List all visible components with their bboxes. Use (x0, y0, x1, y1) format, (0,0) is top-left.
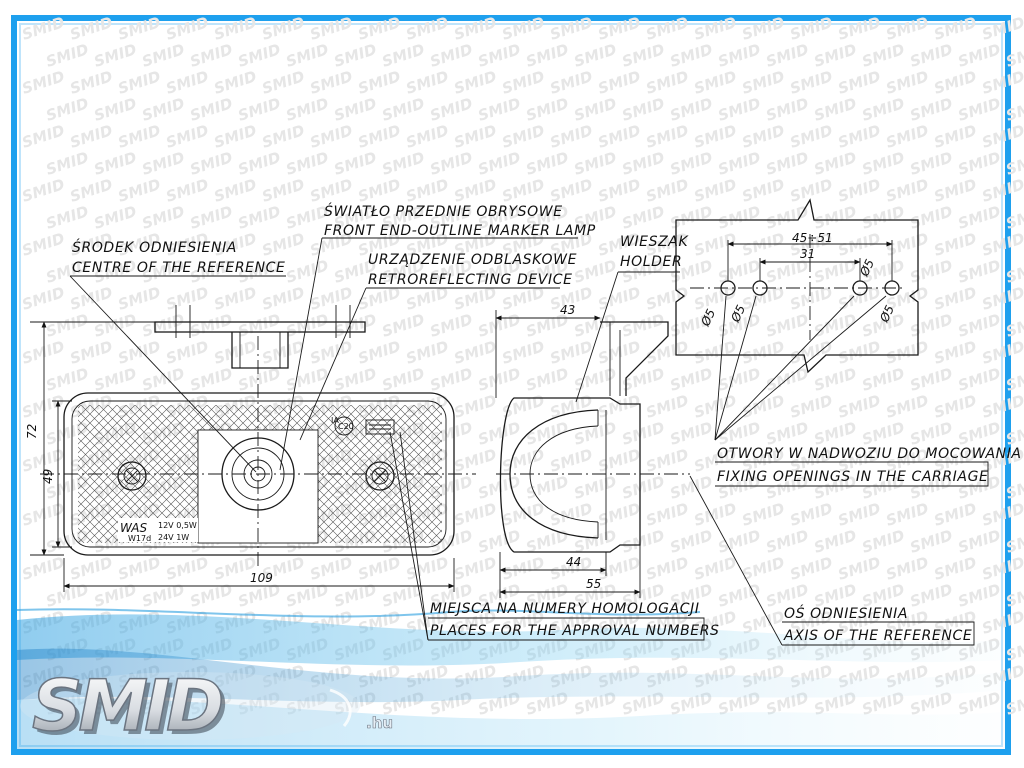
label-marker-lamp-pl: ŚWIATŁO PRZEDNIE OBRYSOWE (324, 202, 563, 220)
dim-height-72: 72 (25, 424, 39, 439)
logo-tld: .hu (366, 714, 393, 732)
dim-hole-2: Ø5 (728, 303, 748, 325)
logo-text: SMID (32, 665, 222, 747)
approval-mark: C20 (338, 422, 354, 431)
label-fixing-pl: OTWORY W NADWOZIU DO MOCOWANIA (717, 446, 1022, 462)
label-retro-en: RETROREFLECTING DEVICE (368, 272, 573, 288)
screw-left (117, 461, 147, 491)
dim-height-49: 49 (41, 469, 55, 484)
logo-shadow: SMID (36, 669, 226, 751)
front-view: C20 IA WAS 12V 0,5W W17d 24V 1W 109 72 4… (25, 305, 476, 592)
dim-depth-43: 43 (560, 303, 575, 317)
label-approval-pl: MIEJSCA NA NUMERY HOMOLOGACJI (430, 601, 700, 617)
marking-was: WAS (120, 521, 147, 535)
screw-right (365, 461, 395, 491)
label-marker-lamp-en: FRONT END-OUTLINE MARKER LAMP (324, 223, 596, 239)
fixing-detail: 45÷51 31 Ø5 Ø5 Ø5 Ø5 (675, 198, 919, 441)
label-holder-en: HOLDER (620, 254, 682, 270)
side-body (499, 397, 641, 553)
label-centre-ref-en: CENTRE OF THE REFERENCE (72, 260, 286, 276)
dim-depth-55: 55 (586, 577, 601, 591)
label-axis-en: AXIS OF THE REFERENCE (783, 628, 972, 644)
label-retro-pl: URZĄDZENIE ODBLASKOWE (368, 252, 577, 268)
callouts: ŚWIATŁO PRZEDNIE OBRYSOWE FRONT END-OUTL… (69, 202, 1022, 646)
side-view: 43 44 55 (495, 303, 690, 598)
approval-box (365, 419, 395, 435)
ia-mark: IA (331, 416, 339, 425)
blue-frame (11, 15, 1011, 755)
label-axis-pl: OŚ ODNIESIENIA (784, 604, 908, 622)
holder-stem (231, 332, 289, 369)
dim-span-31: 31 (800, 247, 815, 261)
dim-hole-4: Ø5 (877, 303, 897, 325)
dim-hole-3: Ø5 (857, 257, 877, 279)
detail-frame (675, 198, 919, 374)
label-approval-en: PLACES FOR THE APPROVAL NUMBERS (430, 623, 720, 639)
holder-side (600, 321, 669, 396)
dim-hole-1: Ø5 (698, 307, 718, 329)
dim-span-45-51: 45÷51 (792, 231, 833, 245)
smid-logo: SMID SMID .hu (20, 664, 393, 751)
label-centre-ref-pl: ŚRODEK ODNIESIENIA (72, 238, 237, 256)
label-fixing-en: FIXING OPENINGS IN THE CARRIAGE (717, 469, 988, 485)
marking-bulb: W17d (128, 534, 151, 543)
marking-rating-1: 12V 0,5W (158, 521, 197, 530)
approval-circle (334, 416, 354, 436)
mount-plate (154, 321, 366, 333)
label-holder-pl: WIESZAK (620, 234, 689, 250)
dim-depth-44: 44 (566, 555, 581, 569)
marking-rating-2: 24V 1W (158, 533, 189, 542)
dim-width: 109 (250, 571, 273, 585)
